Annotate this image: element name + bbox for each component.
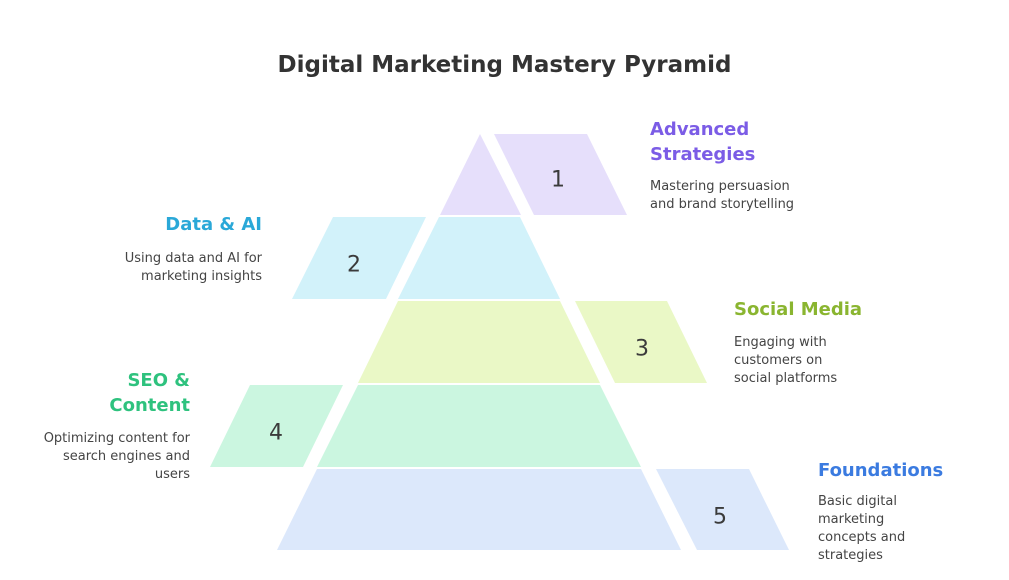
level-1-label: Advanced Strategies [650,119,756,165]
pyramid-tier-1 [440,134,521,215]
level-4-description: Optimizing content for search engines an… [43,431,190,482]
level-4-label: SEO & Content [109,370,190,416]
level-1-description: Mastering persuasion and brand storytell… [650,179,795,212]
level-3-label: Social Media [734,299,863,320]
number-panel-3 [575,301,707,383]
number-panel-4 [210,385,343,467]
number-3: 3 [635,337,649,362]
pyramid-tier-2 [398,217,560,299]
level-2-description: Using data and AI for marketing insights [124,251,262,284]
number-2: 2 [347,253,361,278]
level-5-label: Foundations [818,460,944,481]
level-3-description: Engaging with customers on social platfo… [734,335,838,386]
diagram-title: Digital Marketing Mastery Pyramid [277,52,732,78]
number-1: 1 [551,168,565,193]
number-4: 4 [269,421,283,446]
pyramid-tier-5 [277,469,681,550]
number-panel-2 [292,217,426,299]
level-5-description: Basic digital marketing concepts and str… [818,494,906,563]
pyramid-tier-4 [317,385,641,467]
number-panel-5 [656,469,789,550]
pyramid-tier-3 [358,301,600,383]
number-panel-1 [494,134,627,215]
number-5: 5 [713,505,727,530]
level-2-label: Data & AI [165,214,262,235]
